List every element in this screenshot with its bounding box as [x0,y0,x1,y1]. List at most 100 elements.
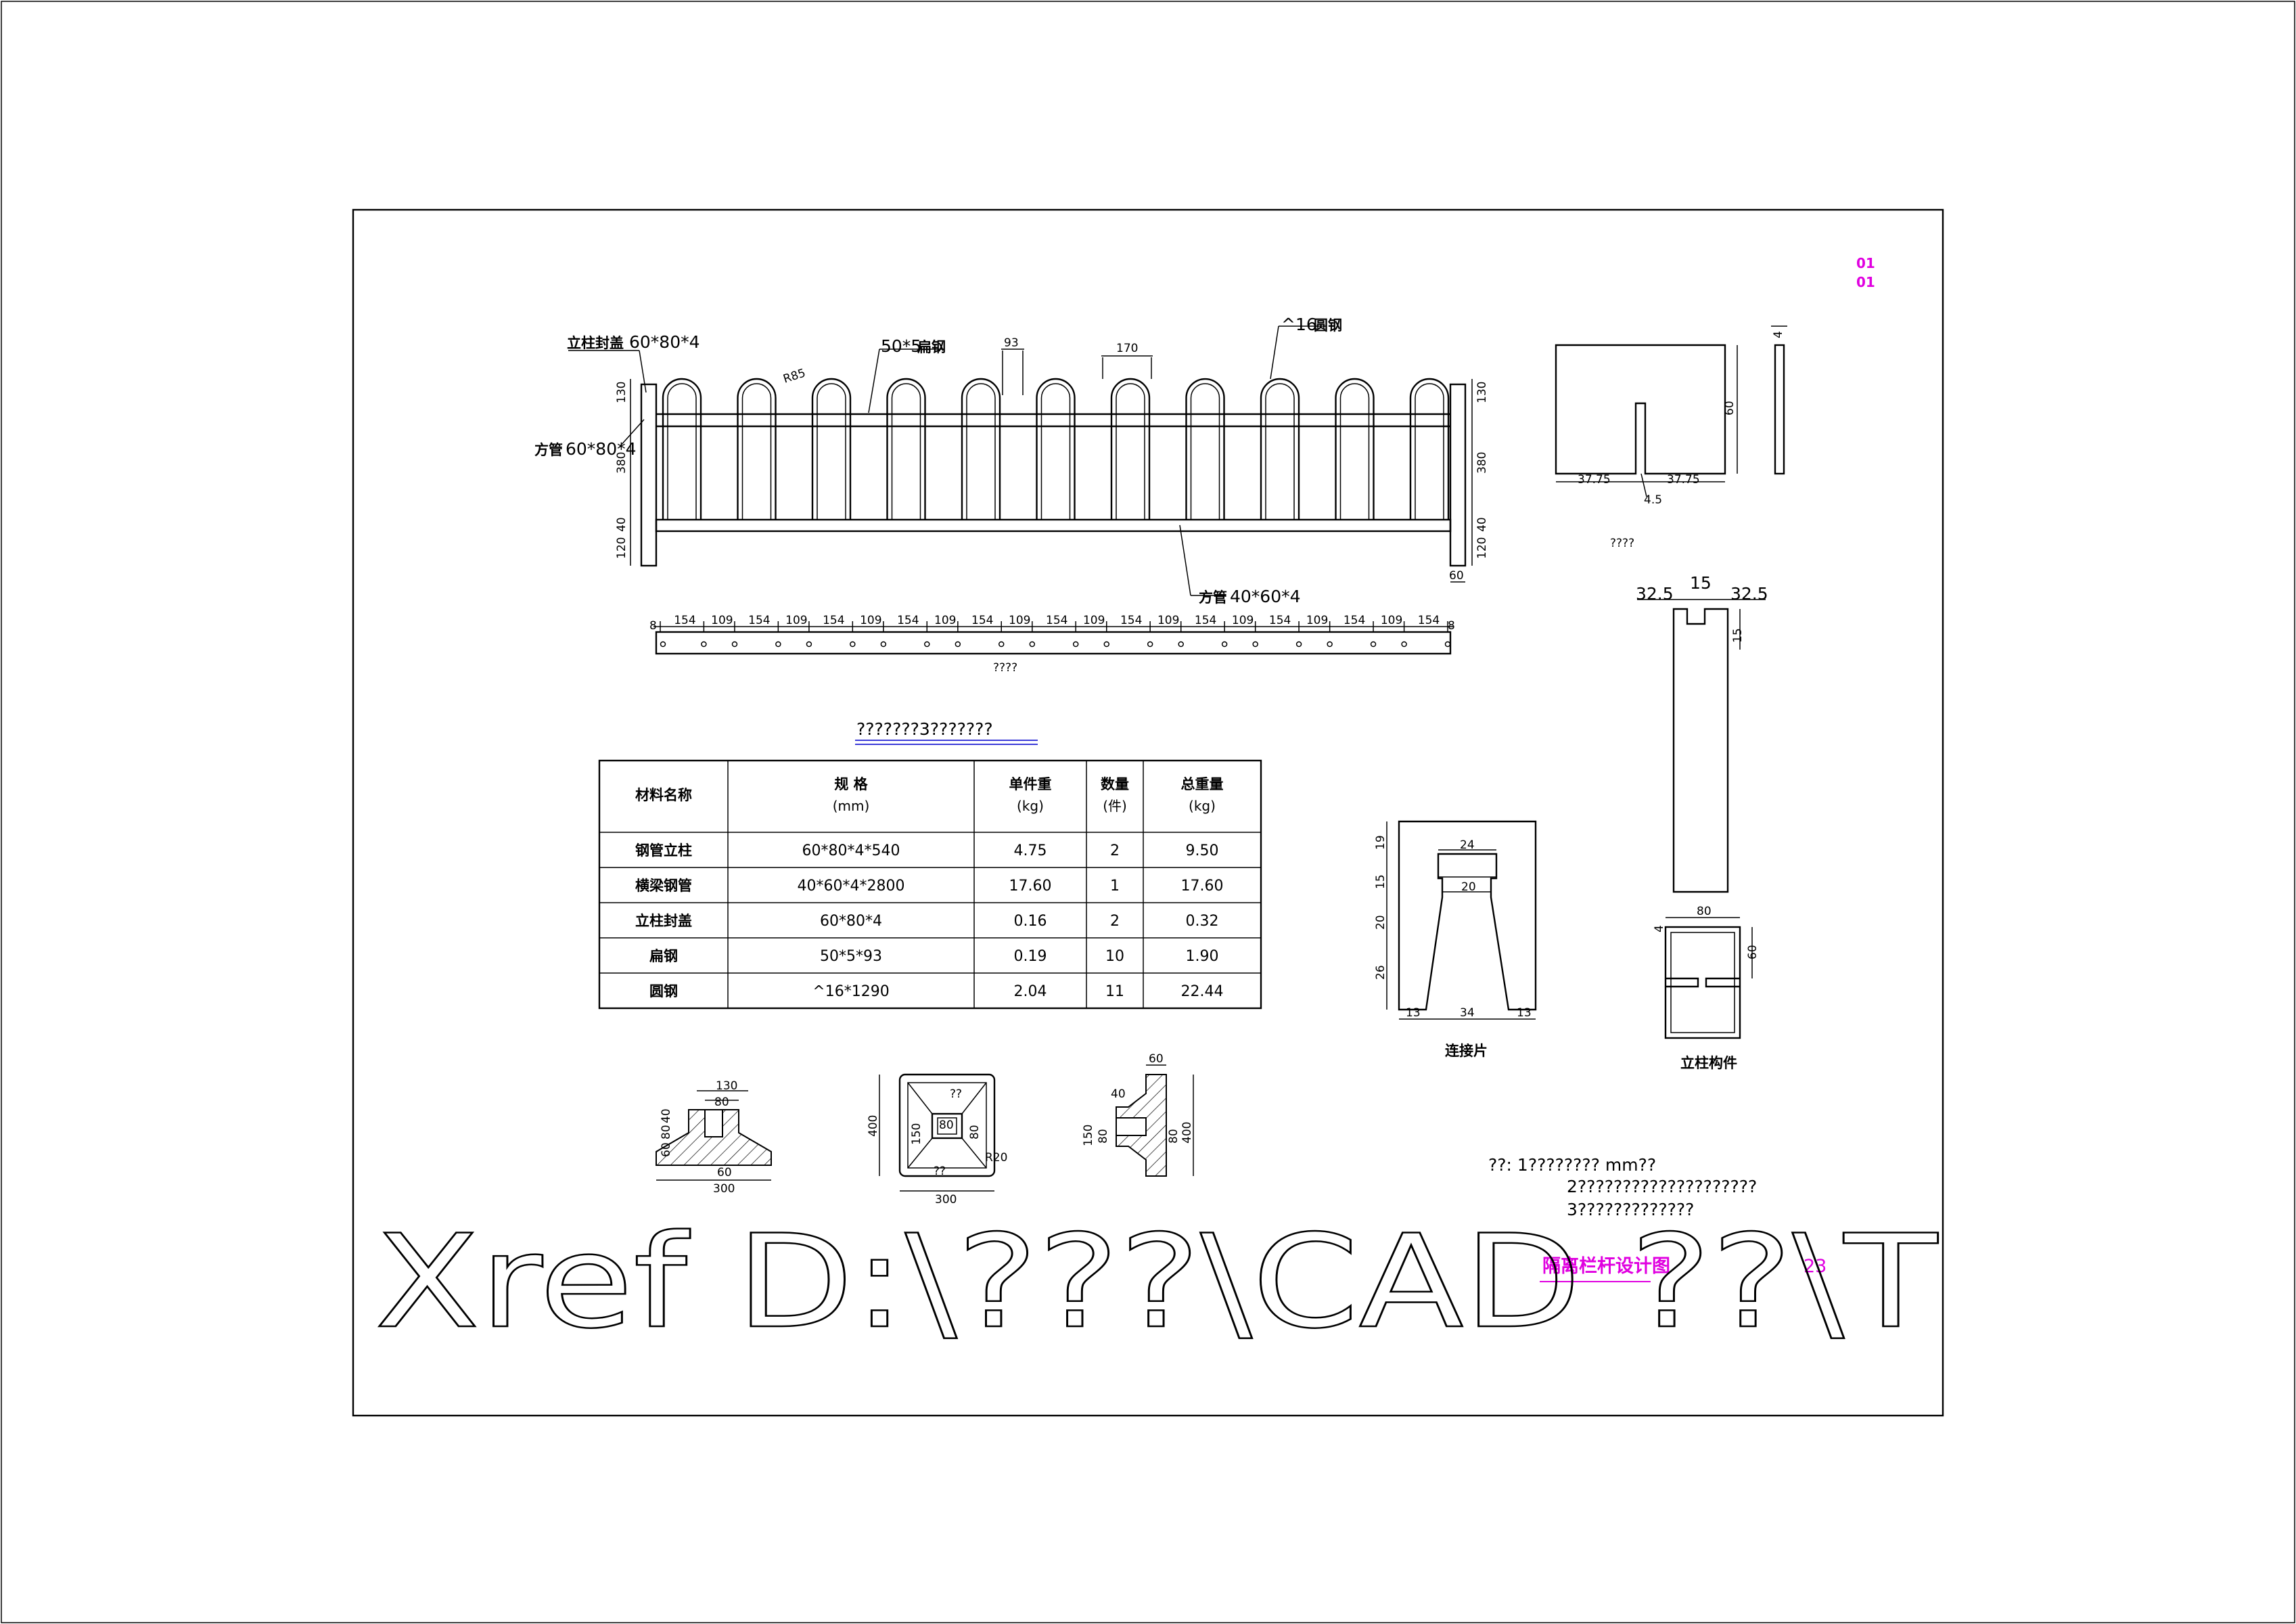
plate-caption: ???? [1610,537,1634,550]
table-cell: 0.19 [1014,948,1047,965]
sheet-number: 23 [1804,1256,1827,1277]
arch-bar [811,378,852,520]
table-row-name: 圆钢 [649,983,678,999]
table-cell: 40*60*4*2800 [798,878,905,895]
arch-bar-inner [741,383,772,520]
hole-dim-label: 109 [1232,614,1254,627]
base1-b300: 300 [713,1182,735,1196]
notes: ??: 1???????? mm?? 2????????????????????… [1488,1155,1757,1219]
bottom-tube-spec: 40*60*4 [1230,587,1301,606]
post-member: 32.5 15 32.5 15 80 60 4 立柱构件 [1636,573,1768,1071]
arch-bar [1260,378,1300,520]
plate-w1: 37.75 [1578,473,1611,487]
table-cell: 4.75 [1014,842,1047,859]
conn-b3: 13 [1517,1006,1532,1020]
arch-bar [1110,378,1151,520]
hole [701,641,707,648]
hole-dim-label: 154 [823,614,844,627]
left-dim-120: 120 [615,537,628,559]
plate-w2: 37.75 [1667,473,1700,487]
post-cap-label: 立柱封盖 [567,335,624,351]
left-dim-380: 380 [615,452,628,474]
arch-bar-inner [1415,383,1444,520]
table-title: ???????3??????? [856,719,993,739]
note-2: 2???????????????????? [1567,1177,1757,1196]
table-header-unit: (件) [1103,798,1127,814]
base2-r20: R20 [985,1151,1007,1165]
hole-dim-label: 154 [748,614,770,627]
hole-end-right: 8 [1448,619,1455,633]
hole-dim-label: 109 [934,614,956,627]
table-row-name: 立柱封盖 [635,913,692,929]
table-cell: 22.44 [1181,983,1224,1000]
hole [806,641,812,648]
table-cell: 17.60 [1181,878,1224,895]
arch-bar-inner [1265,383,1295,520]
top-code-1: 01 [1856,255,1875,271]
connector: 24 20 19 15 20 26 13 34 13 连接片 [1374,820,1537,1059]
base3-w60: 60 [1149,1052,1164,1066]
hole-dim-label: 154 [1269,614,1291,627]
table-header: 数量 [1101,776,1129,792]
sheet-title: 隔离栏杆设计图 [1542,1255,1670,1277]
base3-h400: 400 [1180,1122,1194,1144]
table-cell: 1 [1110,878,1120,895]
left-post [640,383,658,567]
hole-dim-label: 109 [785,614,807,627]
table-header: 材料名称 [635,787,692,803]
arch-bar [1409,378,1450,520]
table-cell: 50*5*93 [820,948,882,965]
radius-label: R85 [781,366,807,386]
hole-dim-label: 109 [1009,614,1030,627]
flat-steel-spec: 50*5 [881,336,921,356]
table-row-name: 扁钢 [649,948,678,964]
hole [880,641,887,648]
arch-bar-inner [1040,383,1071,520]
conn-h-26: 26 [1374,965,1387,980]
right-dim-130: 130 [1475,382,1489,403]
arch-bar [662,378,702,520]
hole-dim-label: 109 [1083,614,1105,627]
hole-dim-label: 154 [897,614,919,627]
right-dim-40: 40 [1475,517,1489,532]
table-cell: 11 [1105,983,1124,1000]
base2-80a: 80 [939,1119,954,1132]
table-row-name: 横梁钢管 [635,878,692,894]
hole [1029,641,1036,648]
hole-dim-label: 154 [1195,614,1216,627]
arch-bar-inner [667,383,697,520]
post-member-label: 立柱构件 [1680,1055,1737,1071]
hole-dim-label: 109 [1306,614,1328,627]
plate-thk-4: 4 [1772,331,1785,338]
right-dim-380: 380 [1475,452,1489,474]
post-slot-15: 15 [1731,628,1745,643]
post-width-60: 60 [1449,569,1464,583]
table-cell: 60*80*4*540 [802,842,900,859]
hole [1147,641,1153,648]
base3-w40: 40 [1111,1087,1126,1101]
flat-steel-name: 扁钢 [917,339,946,355]
conn-w1: 24 [1460,838,1475,852]
square-tube-label: 方管 [534,442,563,458]
base3-h80b: 80 [1167,1129,1180,1144]
base2-mark-top: ?? [950,1087,962,1101]
arch-bar-inner [1339,383,1370,520]
hole-dim-label: 109 [711,614,733,627]
base-section-1: 130 80 60 80 40 60 300 [656,1079,772,1196]
hole-dim-label: 154 [1418,614,1440,627]
hole [1444,641,1451,648]
hole-dim-label: 154 [1344,614,1365,627]
base3-h80: 80 [1097,1129,1110,1144]
base2-h400: 400 [867,1115,880,1137]
base1-h60: 60 [660,1142,673,1157]
width-170: 170 [1116,342,1138,355]
xref-path-text: Xref D:\???\CAD ??\T [375,1207,1938,1357]
table-cell: 10 [1105,948,1124,965]
hole [955,641,961,648]
hole-dim-label: 109 [860,614,881,627]
conn-w2: 20 [1461,880,1476,894]
bottom-rail [655,518,1452,533]
arch-bar [1036,378,1076,520]
hole [731,641,738,648]
